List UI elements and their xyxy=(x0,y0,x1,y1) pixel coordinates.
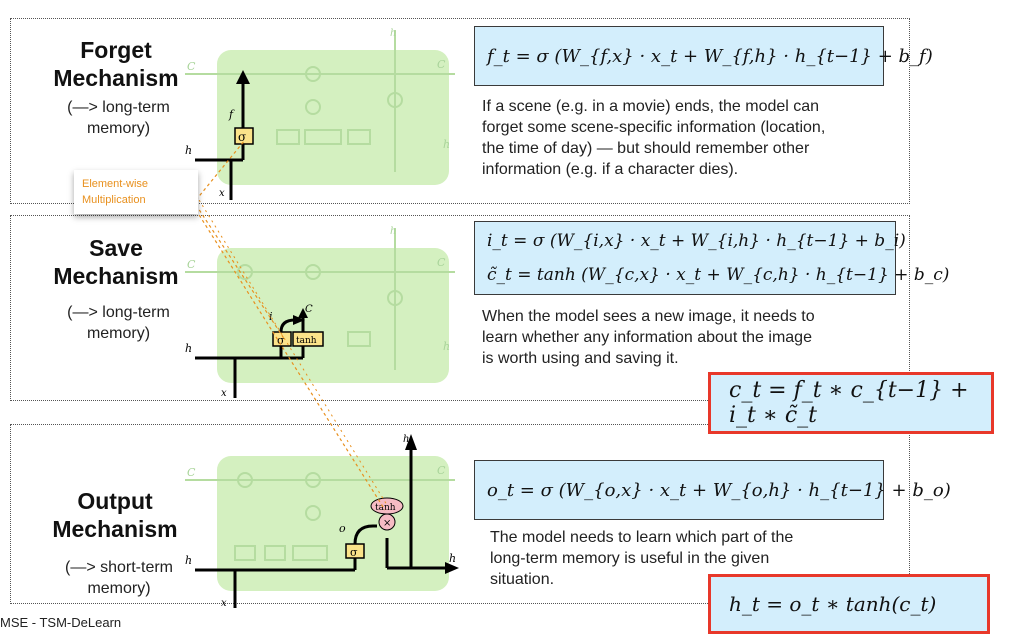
forget-equation-box: f_t = σ (W_{f,x} · x_t + W_{f,h} · h_{t−… xyxy=(474,26,933,86)
footer: MSE - TSM-DeLearn xyxy=(0,615,122,630)
hidden-state-update: h_t = o_t ∗ tanh(c_t) xyxy=(729,592,937,616)
svg-text:h: h xyxy=(443,340,450,353)
svg-text:i: i xyxy=(269,310,273,323)
svg-text:h: h xyxy=(443,138,450,151)
svg-text:C: C xyxy=(437,464,446,477)
svg-text:f: f xyxy=(228,108,235,121)
svg-text:x: x xyxy=(221,598,227,609)
svg-text:C: C xyxy=(305,304,313,315)
output-equation-box: o_t = σ (W_{o,x} · x_t + W_{o,h} · h_{t−… xyxy=(474,460,951,520)
forget-arrow-head xyxy=(236,70,250,84)
forget-description: If a scene (e.g. in a movie) ends, the m… xyxy=(482,98,826,178)
forget-lstm-diagram: C C h h σ f h x xyxy=(185,28,455,200)
output-lstm-diagram: C C σ tanh × o h h h x xyxy=(185,434,459,609)
svg-text:h: h xyxy=(403,434,409,445)
svg-text:h: h xyxy=(185,144,192,157)
output-right-arrow-head xyxy=(445,562,459,574)
output-description: The model needs to learn which part of t… xyxy=(490,529,794,588)
svg-text:h: h xyxy=(185,342,192,355)
candidate-tanh-label: tanh xyxy=(296,336,317,346)
svg-text:C: C xyxy=(437,58,446,71)
svg-text:C: C xyxy=(187,258,196,271)
faded-inner-gates xyxy=(185,30,455,172)
output-sigma-label: σ xyxy=(350,546,358,559)
svg-text:o: o xyxy=(339,522,346,535)
output-panel xyxy=(10,424,910,604)
output-h-arrow-head xyxy=(405,434,417,450)
candidate-equation: c̃_t = tanh (W_{c,x} · x_t + W_{c,h} · h… xyxy=(487,265,950,285)
svg-text:h: h xyxy=(390,226,396,237)
output-gate-path xyxy=(195,448,447,608)
svg-text:h: h xyxy=(185,554,192,567)
forget-equation: f_t = σ (W_{f,x} · x_t + W_{f,h} · h_{t−… xyxy=(487,45,933,67)
svg-text:C: C xyxy=(187,60,196,73)
output-multiply-node xyxy=(378,513,396,531)
cell-state-update: c_t = f_t ∗ c_{t−1} + i_t ∗ c̃_t xyxy=(729,378,969,428)
svg-text:C: C xyxy=(437,256,446,269)
svg-text:×: × xyxy=(383,518,391,529)
save-lstm-diagram: C C h h σ tanh i C h x xyxy=(185,226,455,399)
save-description: When the model sees a new image, it need… xyxy=(482,308,815,367)
cell-background xyxy=(217,50,449,185)
elementwise-callout: Element-wise Multiplication xyxy=(74,170,198,214)
svg-text:x: x xyxy=(221,388,227,399)
output-equation: o_t = σ (W_{o,x} · x_t + W_{o,h} · h_{t−… xyxy=(487,479,951,501)
svg-text:C: C xyxy=(187,466,196,479)
forget-panel xyxy=(10,18,910,204)
cell-state-update-box: c_t = f_t ∗ c_{t−1} + i_t ∗ c̃_t xyxy=(708,372,994,434)
save-equation-box: i_t = σ (W_{i,x} · x_t + W_{i,h} · h_{t−… xyxy=(474,221,949,295)
hidden-state-update-box: h_t = o_t ∗ tanh(c_t) xyxy=(708,574,990,634)
svg-text:h: h xyxy=(390,28,396,39)
input-gate-equation: i_t = σ (W_{i,x} · x_t + W_{i,h} · h_{t−… xyxy=(487,231,906,251)
svg-text:x: x xyxy=(219,188,225,199)
svg-text:h: h xyxy=(449,552,456,565)
output-sigma-gate xyxy=(345,543,365,559)
forget-sigma-label: σ xyxy=(238,130,246,144)
output-tanh-label: tanh xyxy=(375,503,396,513)
input-sigma-label: σ xyxy=(277,334,285,347)
save-panel xyxy=(10,215,910,401)
